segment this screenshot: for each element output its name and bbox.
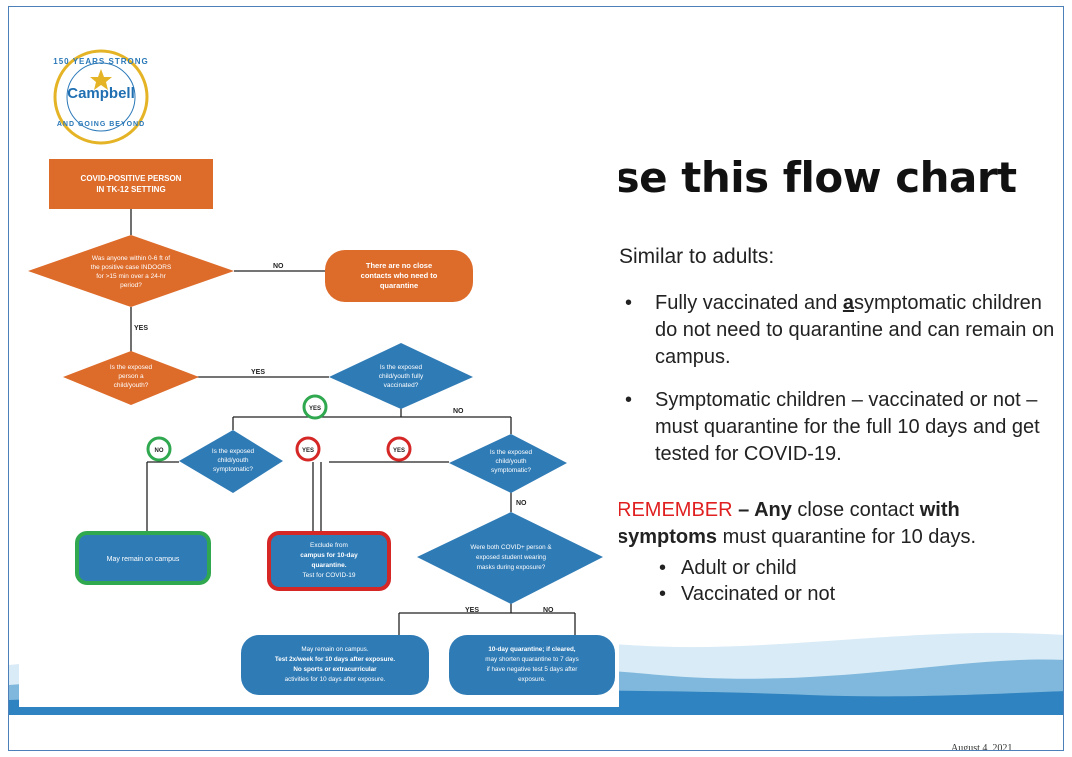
slide-date: August 4, 2021 [951,743,1013,751]
outcome-text: activities for 10 days after exposure. [285,676,386,683]
remember-label: REMEMBER [617,499,733,521]
remember-note: REMEMBER – Any close contact with symptom… [617,497,1063,551]
decision-child-youth [63,351,199,405]
unmasked-outcome-box [449,635,615,695]
decision-text: period? [120,282,142,289]
yes-circle [302,394,328,420]
logo-badge-icon [53,49,149,145]
remain-on-campus-box [75,531,211,585]
outcome-text: May remain on campus [107,556,180,563]
start-text: COVID-POSITIVE PERSON [81,174,182,183]
remember-mid: close contact [791,499,920,521]
start-text: IN TK-12 SETTING [96,185,165,194]
logo-ring-top-text: 150 YEARS STRONG [53,57,149,66]
outcome-text: campus for 10-day [300,552,358,559]
bullet-dot-icon: • [625,389,633,411]
decision-text: Was anyone within 0-6 ft of [92,255,170,262]
decision-text: for >15 min over a 24-hr [96,273,166,280]
decision-text: symptomatic? [213,466,253,473]
decision-text: the positive case INDOORS [91,264,172,271]
decision-text: person a [118,373,144,380]
decision-text: child/youth? [114,382,149,389]
logo-name: Campbell [67,85,135,102]
yes-circle [295,436,321,462]
start-box [49,159,213,209]
bullet-text: Fully vaccinated and [655,292,843,314]
label-no: NO [453,408,464,415]
decision-text: Is the exposed [110,364,153,371]
bullet-dot-icon: • [659,583,667,605]
outcome-text: Exclude from [310,542,348,549]
decision-indoor-contact [28,235,234,307]
label-no: NO [516,500,527,507]
logo-ring-bottom-text: AND GOING BEYOND [56,121,146,128]
decision-fully-vaccinated [329,343,473,409]
outcome-text: may shorten quarantine to 7 days [485,656,578,663]
bullet-list: • Fully vaccinated and asymptomatic chil… [619,290,1063,484]
label-yes: YES [309,406,321,412]
sub-bullet: • Adult or child [659,557,797,580]
outcome-text: exposure. [518,676,546,683]
bullet-emphasis: a [842,292,855,314]
outcome-text: 10-day quarantine; if cleared, [488,646,575,653]
remember-symptoms: symptoms [617,526,718,548]
bullet-dot-icon: • [659,557,667,579]
bullet-item: • Symptomatic children – vaccinated or n… [619,387,1063,468]
decision-text: Were both COVID+ person & [470,544,552,551]
similar-label: Similar to adults: [619,245,775,268]
outcome-text: May remain on campus. [301,646,368,653]
label-no: NO [155,448,164,454]
decision-text: vaccinated? [384,382,419,389]
outcome-text: Test 2x/week for 10 days after exposure. [275,656,396,663]
yes-circle [386,436,412,462]
decision-text: child/youth fully [379,373,424,380]
decision-text: symptomatic? [491,467,531,474]
connector-lines [130,207,576,635]
decision-text: child/youth [217,457,248,464]
decision-text: Is the exposed [490,449,533,456]
remember-any: Any [754,499,792,521]
flowchart: COVID-POSITIVE PERSON IN TK-12 SETTING W… [19,147,619,707]
decision-text: Is the exposed [212,448,255,455]
masked-outcome-box [241,635,429,695]
label-yes: YES [251,369,265,376]
label-yes: YES [302,448,314,454]
decision-symptomatic-vaccinated [179,430,283,493]
decision-text: child/youth [495,458,526,465]
outcome-text: if have negative test 5 days after [487,666,578,673]
label-yes: YES [465,607,479,614]
outcome-text: quarantine [380,281,418,290]
outcome-text: There are no close [366,261,432,270]
decision-text: Is the exposed [380,364,423,371]
sub-bullet-text: Adult or child [681,557,797,579]
bullet-text: Symptomatic children – vaccinated or not… [655,389,1040,465]
remember-with: with [919,499,960,521]
outcome-text: No sports or extracurricular [293,666,377,673]
slide: 150 YEARS STRONG Campbell AND GOING BEYO… [8,6,1064,751]
campbell-logo: 150 YEARS STRONG Campbell AND GOING BEYO… [51,47,151,147]
no-circle [146,436,172,462]
sub-bullet-text: Vaccinated or not [681,583,836,605]
label-no: NO [543,607,554,614]
label-yes: YES [393,448,405,454]
decision-text: masks during exposure? [477,564,546,571]
label-yes: YES [134,325,148,332]
outcome-text: contacts who need to [361,271,438,280]
exclude-quarantine-box [267,531,391,591]
bullet-item: • Fully vaccinated and asymptomatic chil… [619,290,1063,371]
sub-bullet: • Vaccinated or not [659,583,835,606]
remember-dash: – [732,499,755,521]
decision-text: exposed student wearing [476,554,547,561]
decision-symptomatic-unvaccinated [449,434,567,493]
bullet-dot-icon: • [625,292,633,314]
decision-masks [417,512,603,604]
label-no: NO [273,263,284,270]
remember-rest: must quarantine for 10 days. [717,526,977,548]
outcome-text: quarantine. [311,562,346,569]
bullet-text: symptomatic children do not need to quar… [655,292,1055,368]
no-close-contacts-box [325,250,473,302]
outcome-text: Test for COVID-19 [302,572,355,579]
